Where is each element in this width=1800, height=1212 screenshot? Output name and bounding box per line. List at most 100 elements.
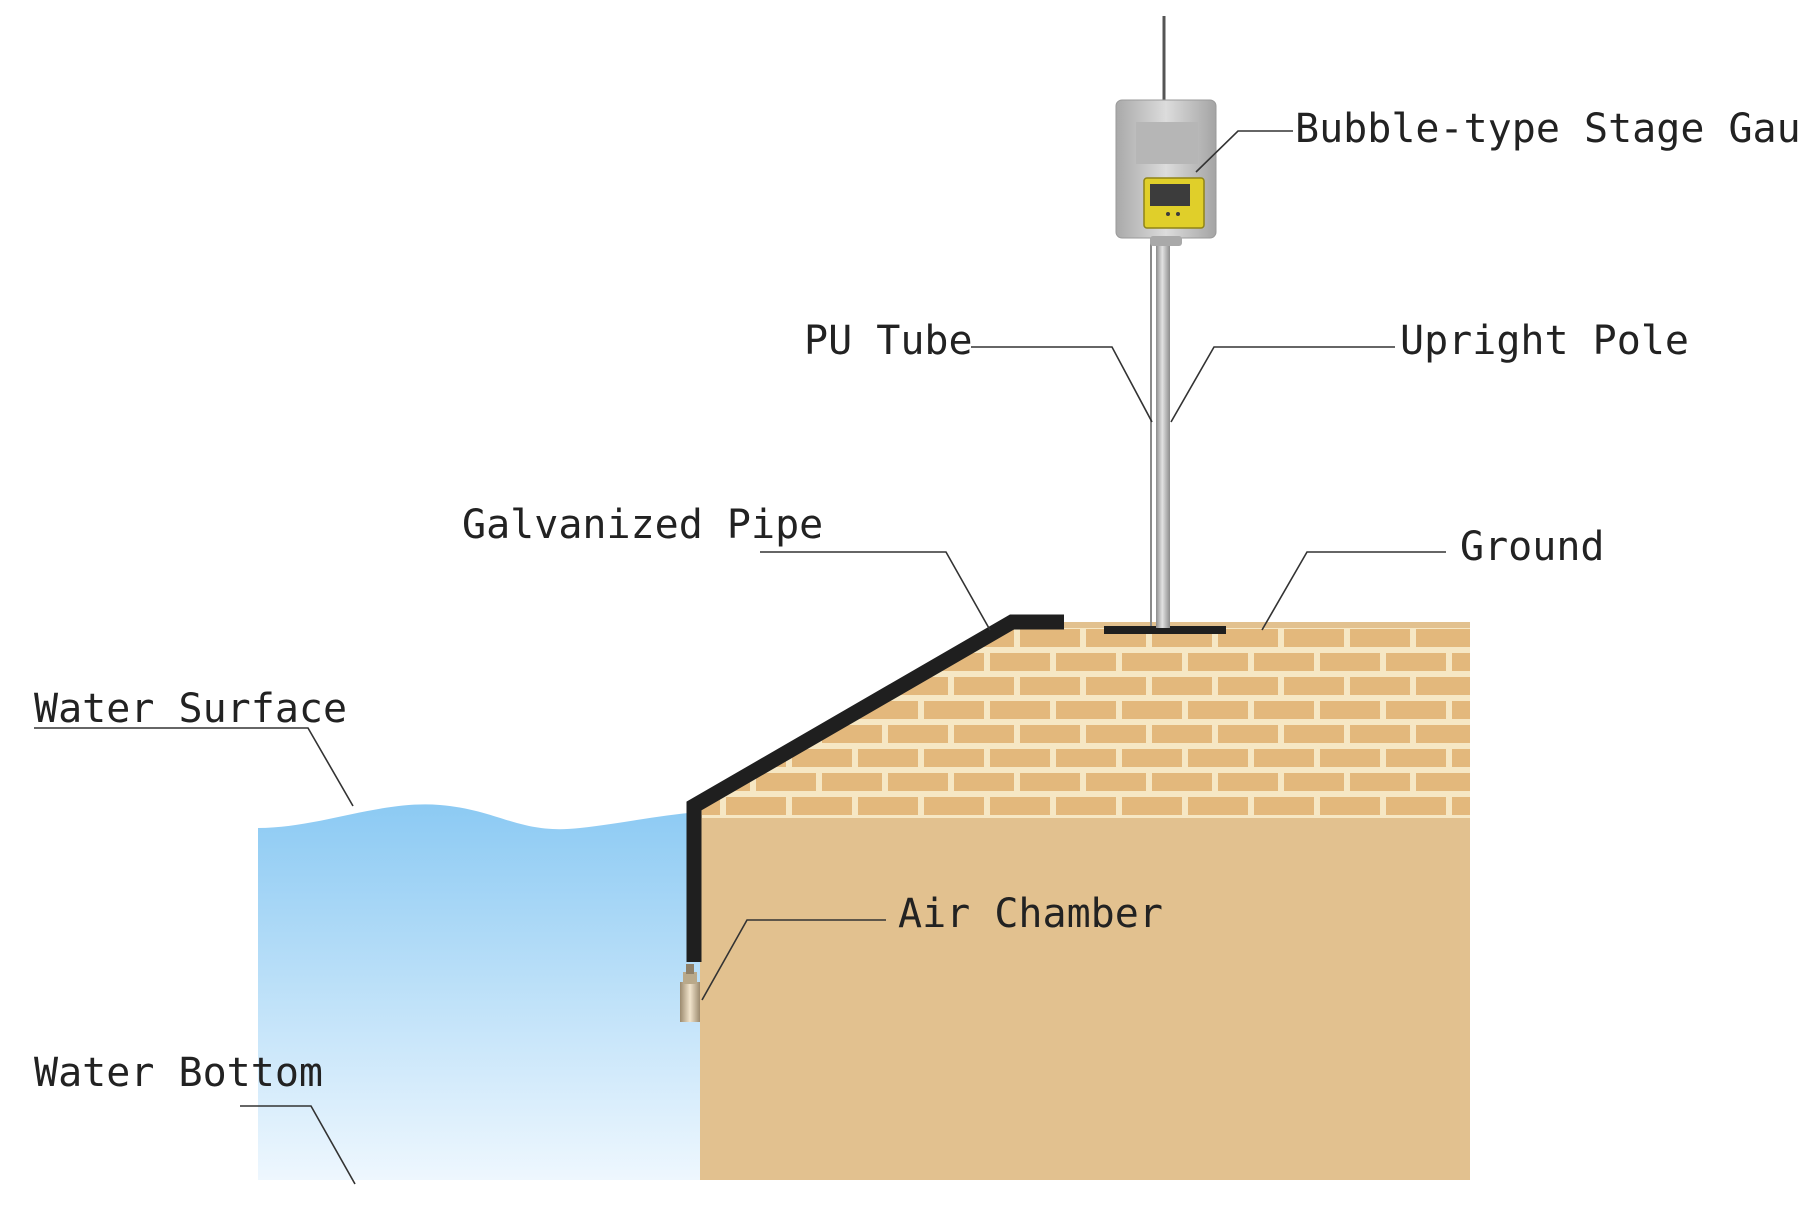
brick [1254, 797, 1314, 815]
brick [1320, 797, 1380, 815]
brick [1350, 773, 1410, 791]
pole-base-plate [1104, 626, 1226, 634]
brick [1188, 797, 1248, 815]
brick [1284, 677, 1344, 695]
leader-upright-pole [1170, 346, 1395, 423]
brick [792, 797, 852, 815]
brick [954, 773, 1014, 791]
brick [756, 773, 816, 791]
brick [990, 797, 1050, 815]
brick [822, 629, 882, 647]
bubble-gauge-enclosure [1115, 99, 1217, 246]
brick [1320, 749, 1380, 767]
brick [1188, 653, 1248, 671]
brick [1386, 653, 1446, 671]
brick [726, 701, 786, 719]
brick [1218, 725, 1278, 743]
brick [1188, 701, 1248, 719]
brick [858, 797, 918, 815]
brick [888, 773, 948, 791]
brick [792, 749, 852, 767]
brick [1320, 653, 1380, 671]
brick [1056, 701, 1116, 719]
brick [1416, 773, 1470, 791]
upright-pole [1156, 236, 1170, 628]
brick [1056, 797, 1116, 815]
leader-galvanized-pipe [760, 551, 991, 631]
brick [1152, 773, 1212, 791]
brick [822, 677, 882, 695]
brick [954, 677, 1014, 695]
brick [1350, 725, 1410, 743]
brick [702, 749, 720, 767]
label-ground: Ground [1460, 524, 1605, 570]
brick [726, 653, 786, 671]
brick [702, 677, 750, 695]
brick [924, 701, 984, 719]
brick [1122, 701, 1182, 719]
brick [1122, 653, 1182, 671]
label-water-bottom: Water Bottom [34, 1050, 323, 1096]
brick [1416, 629, 1470, 647]
brick [1254, 701, 1314, 719]
brick [1416, 725, 1470, 743]
brick [888, 725, 948, 743]
brick [1218, 677, 1278, 695]
brick [1056, 653, 1116, 671]
brick [1020, 629, 1080, 647]
brick [1386, 797, 1446, 815]
brick [1386, 701, 1446, 719]
brick [702, 725, 750, 743]
brick [1452, 653, 1470, 671]
brick [1254, 653, 1314, 671]
brick [1284, 725, 1344, 743]
leader-ground [1261, 551, 1446, 631]
label-pu-tube: PU Tube [804, 318, 973, 364]
leader-water-surface [34, 727, 354, 807]
brick [822, 773, 882, 791]
brick [954, 725, 1014, 743]
brick [1218, 773, 1278, 791]
brick [858, 749, 918, 767]
brick [990, 701, 1050, 719]
brick [1122, 749, 1182, 767]
brick [1122, 797, 1182, 815]
brick [1086, 725, 1146, 743]
leader-gauge [1195, 130, 1293, 173]
brick [1152, 677, 1212, 695]
brick [1284, 629, 1344, 647]
label-upright-pole: Upright Pole [1400, 318, 1689, 364]
brick [924, 749, 984, 767]
water-body [258, 804, 700, 1180]
leader-pu-tube [971, 346, 1153, 423]
brick [888, 629, 948, 647]
galvanized-pipe [686, 614, 1064, 962]
brick [990, 653, 1050, 671]
brick [990, 749, 1050, 767]
brick [1188, 749, 1248, 767]
brick [1386, 749, 1446, 767]
label-water-surface: Water Surface [34, 686, 347, 732]
brick [1452, 749, 1470, 767]
leader-air-chamber [701, 919, 886, 1001]
brick [1452, 701, 1470, 719]
label-galvanized-pipe: Galvanized Pipe [462, 502, 823, 548]
brick [1056, 749, 1116, 767]
brick [924, 797, 984, 815]
brick-course-layer [702, 628, 1470, 818]
brick [1254, 749, 1314, 767]
label-bubble-type-stage-gauge: Bubble-type Stage Gauge [1295, 106, 1800, 152]
brick [756, 677, 816, 695]
brick [1452, 797, 1470, 815]
brick [1020, 677, 1080, 695]
brick [756, 629, 816, 647]
air-chamber [680, 964, 700, 1022]
brick [1320, 701, 1380, 719]
brick [1020, 773, 1080, 791]
label-air-chamber: Air Chamber [898, 891, 1163, 937]
leader-water-bottom [240, 1105, 356, 1185]
brick [702, 629, 750, 647]
brick [702, 653, 720, 671]
brick [1350, 677, 1410, 695]
